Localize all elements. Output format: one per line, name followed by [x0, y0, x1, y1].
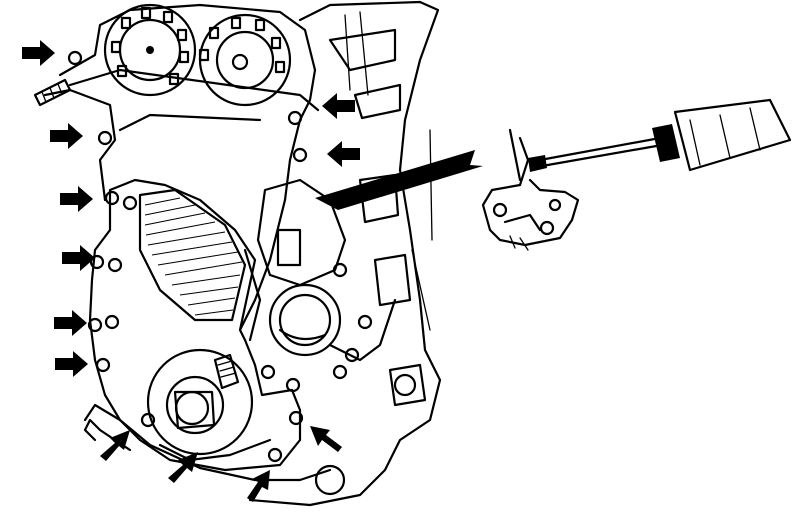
pointer-arrow-icon	[62, 245, 95, 271]
pointer-arrow-icon	[247, 470, 270, 502]
pointer-arrow-icon	[322, 93, 355, 119]
pointer-arrow-icon	[54, 310, 87, 336]
timing-cover-icon	[88, 178, 397, 472]
pointer-arrow-icon	[327, 141, 360, 167]
detail-pointer	[315, 150, 483, 210]
pointer-arrow-icon	[60, 186, 93, 212]
pointer-arrow-icon	[310, 426, 342, 452]
bolts	[67, 50, 373, 463]
pointer-arrow-icon	[55, 351, 88, 377]
callout-arrows	[22, 40, 360, 502]
upper-timing-cover	[43, 3, 320, 332]
oil-pan-lip	[83, 403, 332, 482]
stud-icon	[33, 78, 72, 107]
pointer-arrow-icon	[100, 430, 130, 461]
pointer-arrow-icon	[168, 452, 198, 483]
engine-block-icon	[248, 0, 442, 507]
screwdriver-icon	[528, 98, 792, 172]
pointer-arrow-icon	[22, 40, 55, 66]
pointer-arrow-icon	[50, 123, 83, 149]
detail-inset	[481, 128, 580, 251]
camshaft-sprocket-icon	[103, 3, 292, 107]
crankshaft-pulley-icon	[146, 348, 272, 462]
